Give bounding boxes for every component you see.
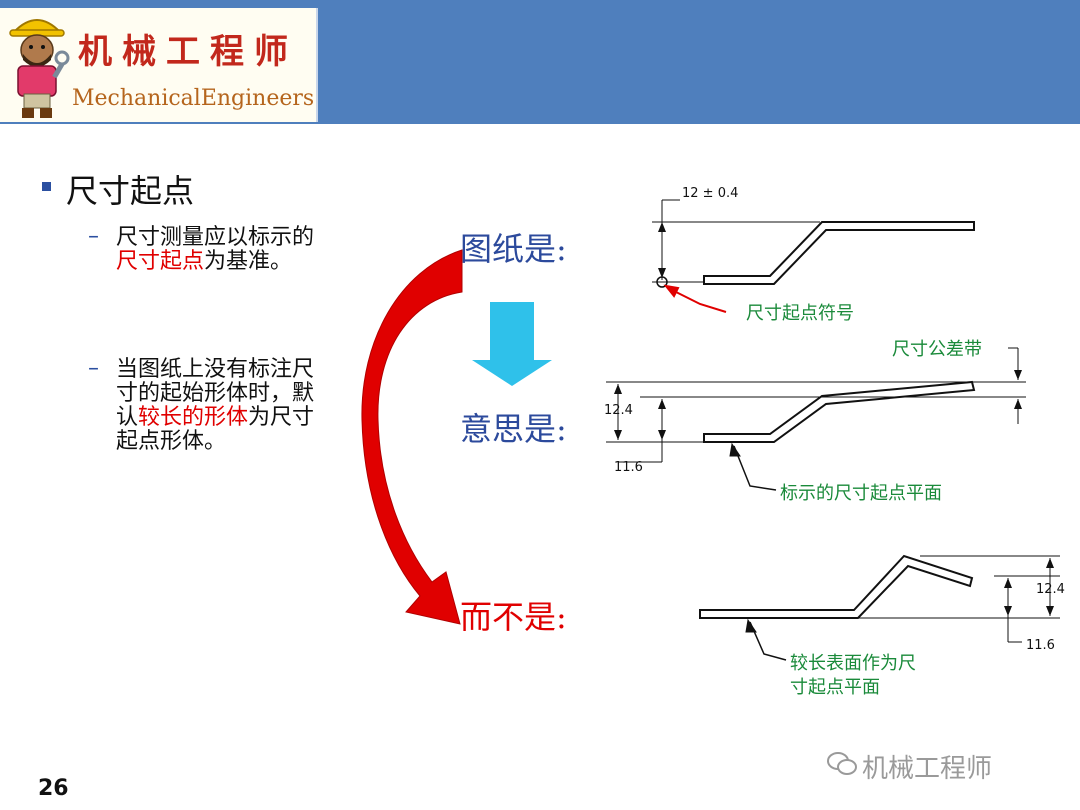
d3-longer-surface-note: 较长表面作为尺 寸起点平面 [790, 652, 916, 700]
bullet-title: 尺寸起点 [66, 172, 195, 210]
logo-chinese-text: 机械工程师 [78, 32, 298, 72]
sub-bullet-1-text-end: 为基准。 [204, 249, 293, 274]
bullet-marker [42, 182, 51, 191]
d2-dim-lower: 11.6 [614, 460, 643, 475]
label-not-is: 而不是: [460, 598, 567, 636]
label-means: 意思是: [460, 410, 567, 448]
d3-part [699, 554, 974, 619]
red-curved-arrow [361, 249, 463, 625]
d2-tolerance-zone-note: 尺寸公差带 [892, 339, 982, 360]
d3-note-line-1: 较长表面作为尺 [790, 653, 916, 674]
diagram-1 [652, 199, 975, 313]
sub-bullet-2-highlight: 较长的形体 [138, 405, 249, 430]
label-drawing-is: 图纸是: [460, 230, 567, 268]
sub-bullet-2-text: 当图纸上没有标注尺寸的起始形体时，默认 [116, 357, 315, 430]
d1-datum-symbol-note: 尺寸起点符号 [746, 303, 854, 324]
sub-bullet-dash: – [88, 224, 99, 249]
d1-tolerance-label: 12 ± 0.4 [682, 186, 739, 201]
sub-bullet-2: 当图纸上没有标注尺寸的起始形体时，默认较长的形体为尺寸起点形体。 [116, 358, 316, 454]
page-number: 26 [38, 776, 69, 801]
watermark-text: 机械工程师 [862, 754, 993, 784]
d2-dim-upper: 12.4 [604, 403, 633, 418]
logo-english-text: MechanicalEngineers [72, 86, 315, 111]
d2-datum-plane-note: 标示的尺寸起点平面 [780, 483, 942, 504]
sub-bullet-1-highlight: 尺寸起点 [116, 249, 205, 274]
sub-bullet-dash: – [88, 356, 99, 381]
d1-part [703, 221, 975, 285]
engineer-mascot-icon [9, 19, 70, 118]
d2-part [703, 380, 976, 443]
d3-dim-lower: 11.6 [1026, 638, 1055, 653]
logo: 机械工程师 MechanicalEngineers [0, 8, 318, 122]
sub-bullet-1-text: 尺寸测量应以标示的 [116, 225, 315, 250]
d3-dim-upper: 12.4 [1036, 582, 1065, 597]
cyan-down-arrow [472, 302, 552, 386]
sub-bullet-2-text-end: 为尺寸起点形体。 [116, 405, 315, 454]
d3-note-line-2: 寸起点平面 [790, 677, 880, 698]
diagram-3 [699, 554, 1060, 661]
chat-bubble-icon [827, 752, 857, 775]
sub-bullet-1: 尺寸测量应以标示的尺寸起点为基准。 [116, 226, 316, 274]
diagram-2 [606, 347, 1026, 491]
